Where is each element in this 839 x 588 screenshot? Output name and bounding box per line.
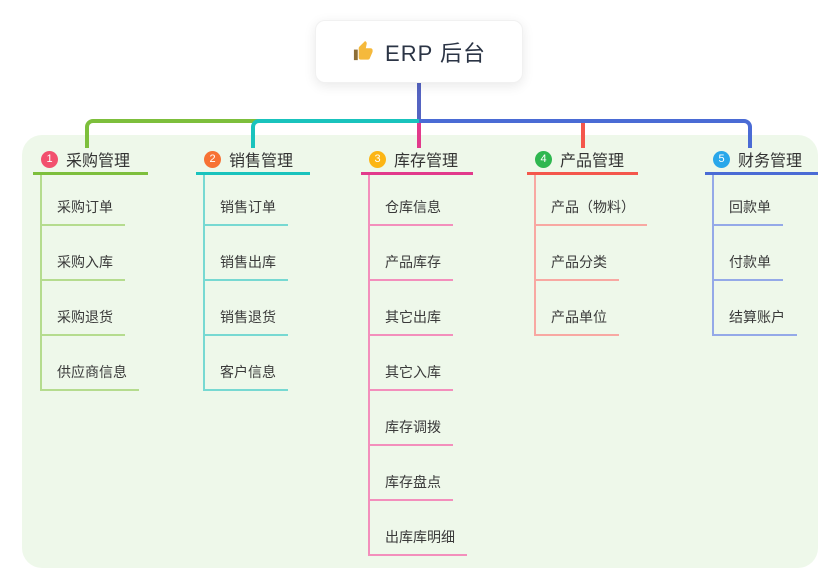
- branch-children: 销售订单 销售出库 销售退货 客户信息: [203, 175, 310, 391]
- branch-header-purchase[interactable]: 1 采购管理: [33, 149, 148, 175]
- branch-number-badge: 5: [713, 150, 730, 168]
- branch-header-product[interactable]: 4 产品管理: [527, 149, 638, 175]
- node-sales-order[interactable]: 销售订单: [205, 175, 288, 226]
- branch-children: 仓库信息 产品库存 其它出库 其它入库 库存调拨 库存盘点 出库库明细: [368, 175, 473, 556]
- branch-number-badge: 1: [41, 150, 58, 168]
- node-receipt-bill[interactable]: 回款单: [714, 175, 783, 226]
- branch-label: 产品管理: [560, 153, 625, 170]
- branch-children: 采购订单 采购入库 采购退货 供应商信息: [40, 175, 148, 391]
- node-outbound-detail[interactable]: 出库库明细: [370, 501, 467, 556]
- connector-branch-4: [581, 123, 585, 148]
- branch-inventory-management: 3 库存管理 仓库信息 产品库存 其它出库 其它入库 库存调拨 库存盘点 出库库…: [361, 149, 473, 556]
- branch-children: 回款单 付款单 结算账户: [712, 175, 818, 336]
- node-stock-transfer[interactable]: 库存调拨: [370, 391, 453, 446]
- node-supplier-info[interactable]: 供应商信息: [42, 336, 139, 391]
- root-node-title: ERP 后台: [385, 40, 486, 66]
- root-node-erp[interactable]: ERP 后台: [315, 20, 523, 83]
- node-other-outbound[interactable]: 其它出库: [370, 281, 453, 336]
- thumbs-up-icon: [353, 40, 373, 61]
- node-payment-bill[interactable]: 付款单: [714, 226, 783, 281]
- node-settlement-account[interactable]: 结算账户: [714, 281, 797, 336]
- node-purchase-order[interactable]: 采购订单: [42, 175, 125, 226]
- node-purchase-return[interactable]: 采购退货: [42, 281, 125, 336]
- branch-product-management: 4 产品管理 产品（物料） 产品分类 产品单位: [527, 149, 647, 336]
- branch-group-container: [22, 135, 818, 568]
- root-connector-line: [417, 83, 421, 120]
- node-other-inbound[interactable]: 其它入库: [370, 336, 453, 391]
- branch-purchase-management: 1 采购管理 采购订单 采购入库 采购退货 供应商信息: [33, 149, 148, 391]
- branch-label: 销售管理: [229, 153, 294, 170]
- node-sales-outbound[interactable]: 销售出库: [205, 226, 288, 281]
- branch-label: 库存管理: [394, 153, 459, 170]
- node-product-unit[interactable]: 产品单位: [536, 281, 619, 336]
- node-warehouse-info[interactable]: 仓库信息: [370, 175, 453, 226]
- connector-branch-2: [251, 119, 419, 148]
- branch-header-inventory[interactable]: 3 库存管理: [361, 149, 473, 175]
- node-stock-taking[interactable]: 库存盘点: [370, 446, 453, 501]
- node-product-stock[interactable]: 产品库存: [370, 226, 453, 281]
- branch-finance-management: 5 财务管理 回款单 付款单 结算账户: [705, 149, 818, 336]
- node-product-category[interactable]: 产品分类: [536, 226, 619, 281]
- connector-branch-5: [419, 119, 752, 148]
- branch-number-badge: 3: [369, 150, 386, 168]
- branch-label: 财务管理: [738, 153, 803, 170]
- node-purchase-inbound[interactable]: 采购入库: [42, 226, 125, 281]
- connector-branch-3: [417, 123, 421, 148]
- node-sales-return[interactable]: 销售退货: [205, 281, 288, 336]
- node-product-material[interactable]: 产品（物料）: [536, 175, 647, 226]
- branch-children: 产品（物料） 产品分类 产品单位: [534, 175, 647, 336]
- branch-number-badge: 2: [204, 150, 221, 168]
- branch-number-badge: 4: [535, 150, 552, 168]
- branch-header-finance[interactable]: 5 财务管理: [705, 149, 818, 175]
- branch-header-sales[interactable]: 2 销售管理: [196, 149, 310, 175]
- branch-label: 采购管理: [66, 153, 131, 170]
- branch-sales-management: 2 销售管理 销售订单 销售出库 销售退货 客户信息: [196, 149, 310, 391]
- node-customer-info[interactable]: 客户信息: [205, 336, 288, 391]
